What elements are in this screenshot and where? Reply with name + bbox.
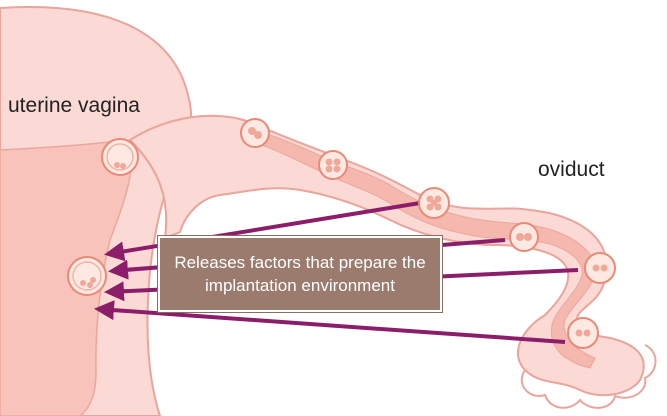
- oviduct-label: oviduct: [538, 158, 605, 181]
- oviduct-lumen: [247, 127, 597, 369]
- embryo-icon: [318, 150, 348, 180]
- oviduct-wall: [128, 114, 645, 397]
- callout-text: Releases factors that prepare the implan…: [174, 253, 426, 295]
- embryo-icon: [567, 317, 599, 349]
- embryo-icon: [101, 138, 139, 176]
- embryo-icon: [418, 187, 450, 219]
- callout-box: Releases factors that prepare the implan…: [158, 236, 442, 312]
- embryo-icon: [584, 252, 616, 284]
- embryo-icon: [67, 256, 107, 296]
- uterine-cavity: [0, 139, 132, 416]
- embryo-icon: [240, 118, 270, 148]
- fimbriae: [520, 344, 657, 409]
- uterus-label: uterine vagina: [8, 94, 140, 117]
- arrow-icon: [94, 300, 566, 344]
- embryo-icon: [509, 222, 539, 252]
